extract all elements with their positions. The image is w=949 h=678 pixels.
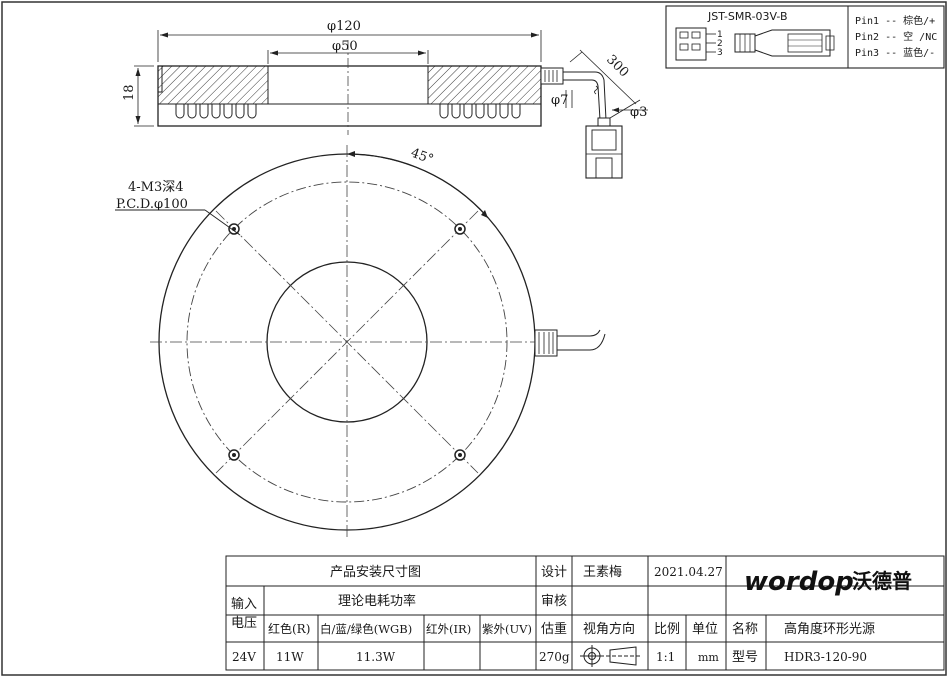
led-row-right xyxy=(439,104,521,119)
input-voltage-label-1: 输入 xyxy=(231,596,257,612)
title-block-text: 产品安装尺寸图 设计 王素梅 2021.04.27 wordop 沃德普 审核 … xyxy=(231,565,912,667)
side-section-view: φ120 φ50 18 300 φ7 φ3 xyxy=(122,19,648,179)
cable-plug-icon xyxy=(734,29,835,57)
svg-text:沃德普: 沃德普 xyxy=(852,569,912,593)
design-label: 设计 xyxy=(541,565,567,580)
led-row-left xyxy=(175,104,257,119)
dim-height: 18 xyxy=(122,84,137,101)
svg-text:wordop: wordop xyxy=(744,567,854,597)
drawing-title: 产品安装尺寸图 xyxy=(330,565,421,580)
name-label: 名称 xyxy=(732,621,758,637)
mounting-hole xyxy=(454,223,466,235)
uv-label: 紫外(UV) xyxy=(482,622,532,636)
drawing-date: 2021.04.27 xyxy=(654,565,723,579)
pcd-label: P.C.D.φ100 xyxy=(116,197,188,212)
red-power-value: 11W xyxy=(276,650,304,664)
dim-inner-diameter: φ50 xyxy=(332,39,358,54)
pin3-desc: Pin3 -- 蓝色/- xyxy=(855,46,935,59)
unit-label: 单位 xyxy=(692,622,718,637)
pin-number-3: 3 xyxy=(717,48,723,58)
angle-label: 45° xyxy=(409,146,436,168)
projection-symbol-icon xyxy=(580,645,640,667)
connector-legend: JST-SMR-03V-B 1 2 3 Pin1 -- 棕色/+ xyxy=(665,5,945,69)
power-label: 理论电耗功率 xyxy=(338,593,416,609)
mounting-hole xyxy=(228,449,240,461)
weight-label: 估重 xyxy=(541,621,567,637)
pin-number-1: 1 xyxy=(717,30,723,40)
model-value: HDR3-120-90 xyxy=(784,650,867,664)
unit-value: mm xyxy=(698,651,719,664)
ir-label: 红外(IR) xyxy=(426,622,471,636)
review-label: 审核 xyxy=(541,594,567,609)
scale-label: 比例 xyxy=(654,622,680,637)
pin-number-2: 2 xyxy=(717,39,723,49)
designer-name: 王素梅 xyxy=(583,565,622,580)
dim-outer-diameter: φ120 xyxy=(327,19,361,34)
wgb-label: 白/蓝/绿色(WGB) xyxy=(320,622,412,636)
wgb-power-value: 11.3W xyxy=(356,650,396,664)
brand-logo: wordop 沃德普 xyxy=(744,567,912,597)
scale-value: 1:1 xyxy=(656,650,675,664)
input-voltage-label-2: 电压 xyxy=(231,616,257,631)
view-direction-label: 视角方向 xyxy=(583,621,635,637)
dim-cable-diameter: φ7 xyxy=(551,93,568,108)
weight-value: 270g xyxy=(539,650,570,664)
dim-wire-diameter: φ3 xyxy=(630,105,647,120)
plan-view: 45° 4-M3深4 P.C.D.φ100 xyxy=(115,145,606,540)
connector-model: JST-SMR-03V-B xyxy=(707,10,788,23)
red-label: 红色(R) xyxy=(268,621,310,636)
connector-icon xyxy=(675,27,716,61)
title-block xyxy=(225,555,945,671)
mounting-hole xyxy=(228,223,240,235)
model-label: 型号 xyxy=(732,650,758,665)
product-name: 高角度环形光源 xyxy=(784,621,875,637)
pin2-desc: Pin2 -- 空 /NC xyxy=(855,30,937,43)
hole-spec: 4-M3深4 xyxy=(128,180,184,195)
pin1-desc: Pin1 -- 棕色/+ xyxy=(855,14,935,27)
mounting-hole xyxy=(454,449,466,461)
voltage-value: 24V xyxy=(232,650,256,664)
